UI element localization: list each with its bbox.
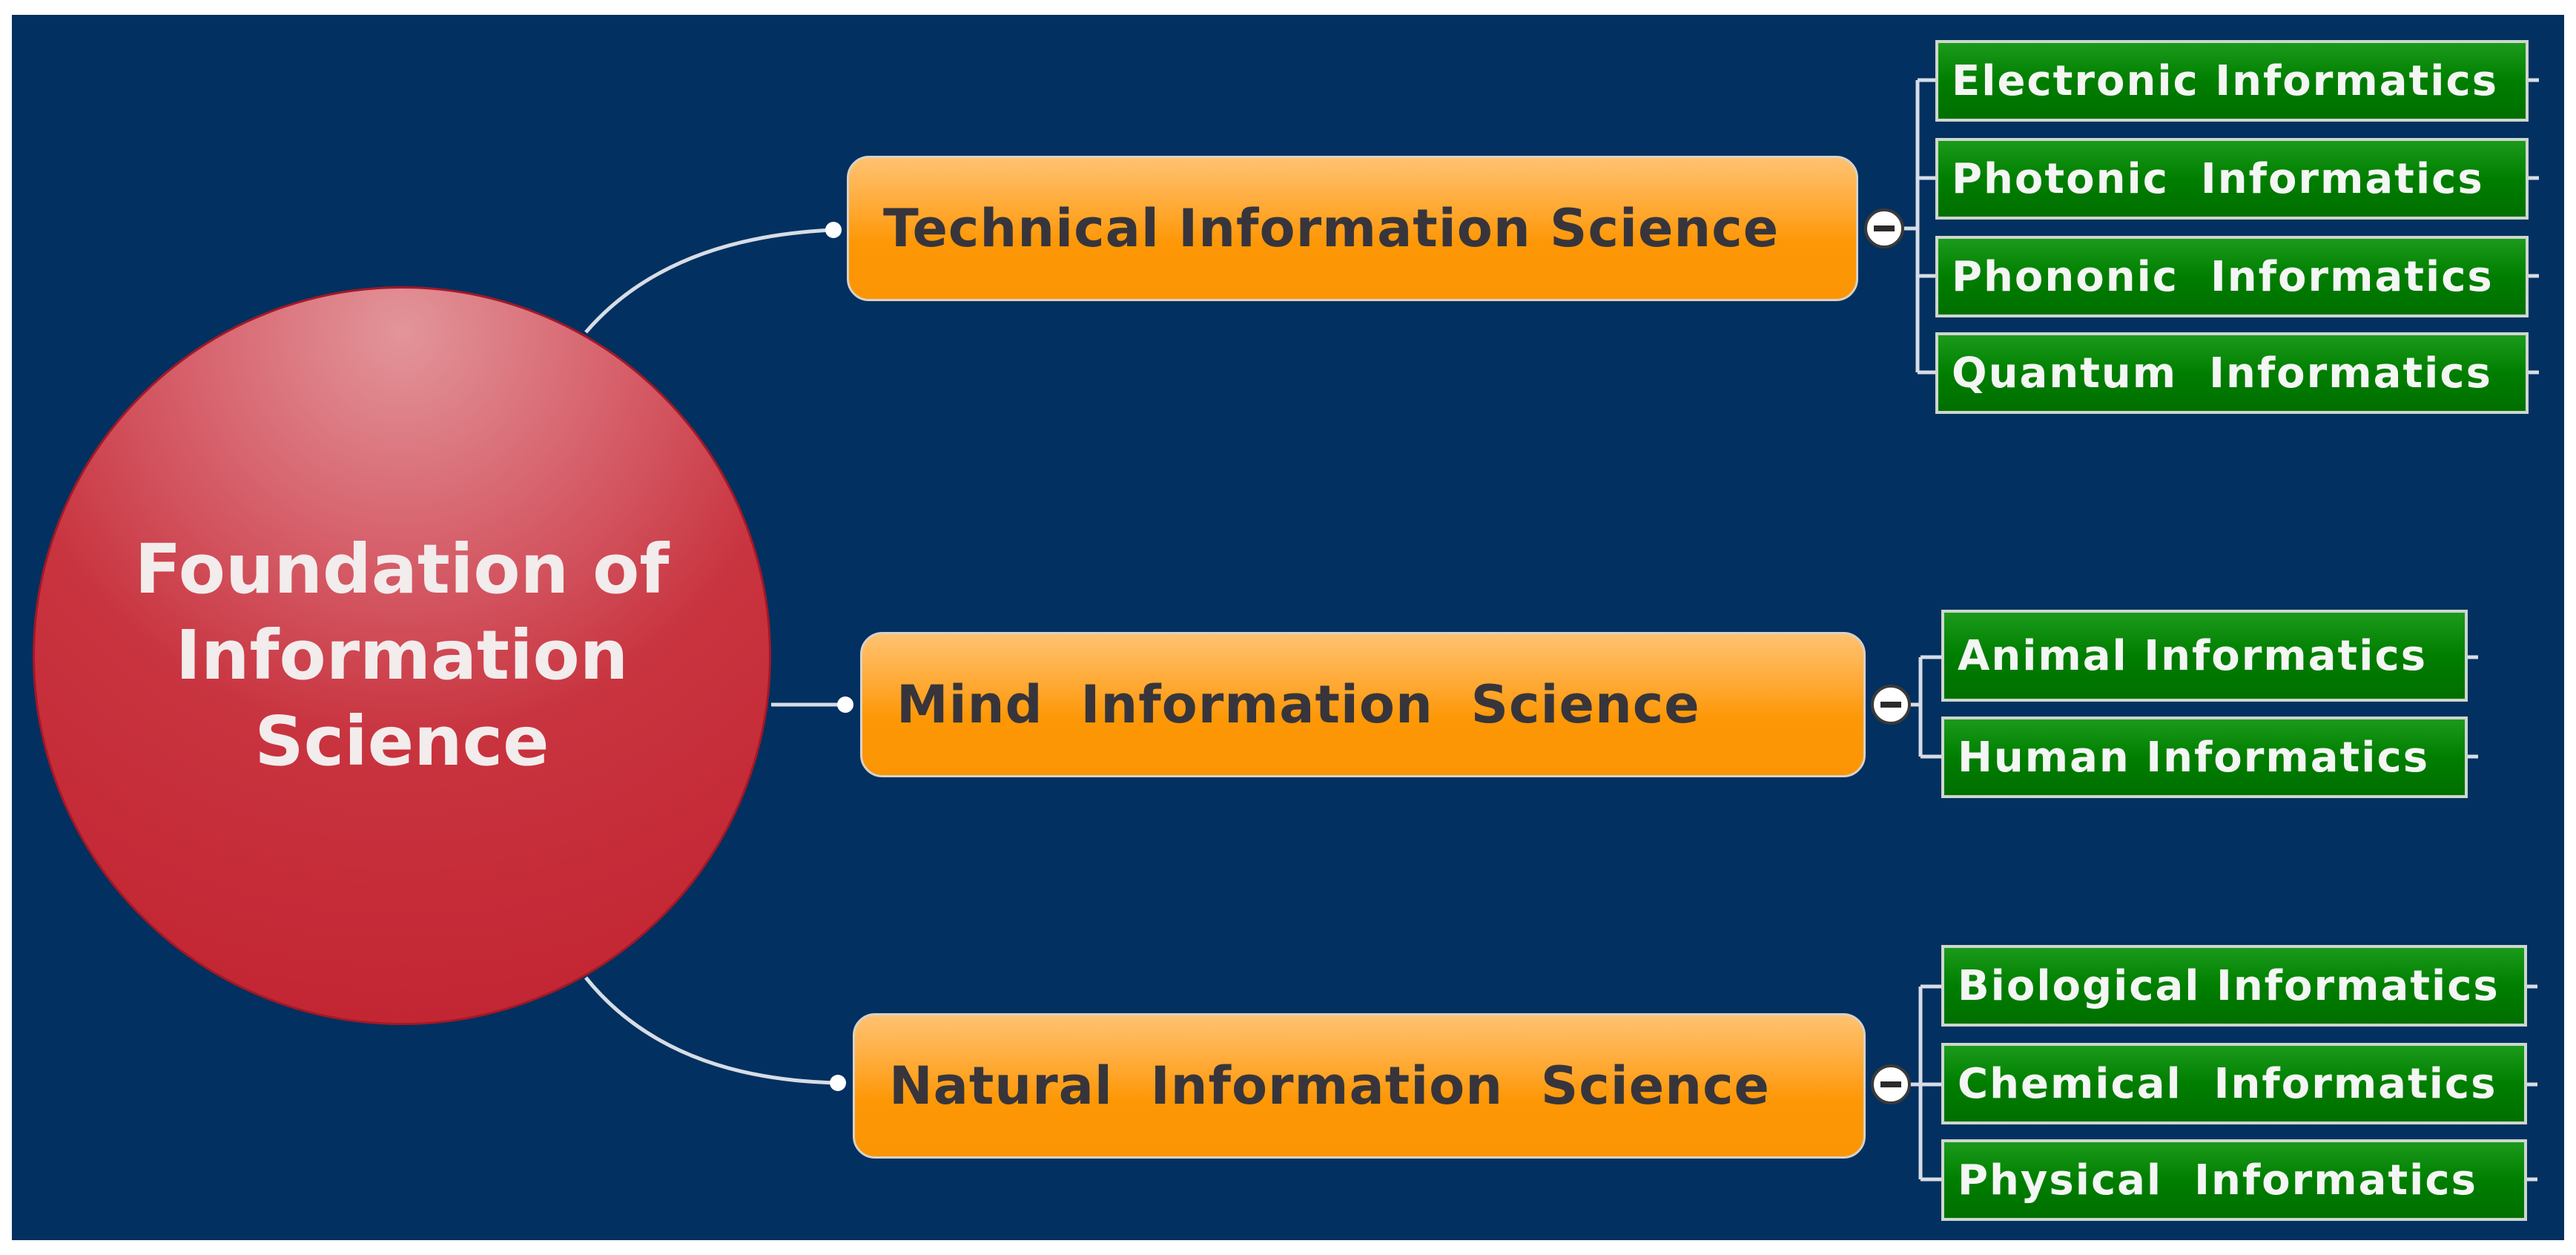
leaf-node[interactable]: Human Informatics	[1941, 717, 2468, 798]
branch-node-label: Mind Information Science	[896, 674, 1700, 735]
collapse-minus-icon[interactable]	[1871, 685, 1911, 725]
collapse-minus-icon[interactable]	[1864, 208, 1904, 248]
leaf-node[interactable]: Photonic Informatics	[1935, 138, 2529, 220]
branch-node-natural[interactable]: Natural Information Science	[853, 1013, 1866, 1159]
connector-mind-leaves	[1921, 655, 1941, 759]
leaf-node-label: Physical Informatics	[1958, 1156, 2477, 1205]
connector-dot-mind	[837, 696, 853, 713]
branch-node-label: Technical Information Science	[883, 198, 1780, 259]
leaf-node-label: Biological Informatics	[1958, 961, 2500, 1010]
connector-root-technical	[584, 228, 834, 334]
connector-technical-leaves	[1918, 78, 1935, 375]
connector-dot-natural	[830, 1075, 846, 1091]
leaf-node-label: Animal Informatics	[1958, 631, 2428, 680]
leaf-node-label: Phononic Informatics	[1952, 252, 2494, 301]
root-node[interactable]: Foundation of Information Science	[33, 286, 771, 1025]
connector-leaf-tails	[2468, 78, 2539, 1182]
leaf-node[interactable]: Chemical Informatics	[1941, 1043, 2527, 1124]
leaf-node[interactable]: Physical Informatics	[1941, 1139, 2527, 1221]
connector-natural-leaves	[1921, 984, 1941, 1182]
leaf-node-label: Human Informatics	[1958, 733, 2430, 782]
leaf-node[interactable]: Electronic Informatics	[1935, 40, 2529, 122]
branch-node-technical[interactable]: Technical Information Science	[847, 156, 1858, 301]
root-node-label: Foundation of Information Science	[134, 530, 670, 781]
leaf-node[interactable]: Phononic Informatics	[1935, 236, 2529, 317]
leaf-node-label: Quantum Informatics	[1952, 349, 2492, 398]
connector-root-natural	[584, 976, 839, 1085]
connector-dot-technical	[825, 222, 842, 238]
leaf-node[interactable]: Quantum Informatics	[1935, 332, 2529, 414]
leaf-node[interactable]: Animal Informatics	[1941, 610, 2468, 702]
leaf-node[interactable]: Biological Informatics	[1941, 945, 2527, 1027]
leaf-node-label: Chemical Informatics	[1958, 1059, 2497, 1108]
collapse-minus-icon[interactable]	[1871, 1064, 1911, 1104]
leaf-node-label: Photonic Informatics	[1952, 154, 2484, 203]
branch-node-label: Natural Information Science	[889, 1055, 1771, 1116]
leaf-node-label: Electronic Informatics	[1952, 56, 2499, 105]
branch-node-mind[interactable]: Mind Information Science	[860, 632, 1866, 777]
